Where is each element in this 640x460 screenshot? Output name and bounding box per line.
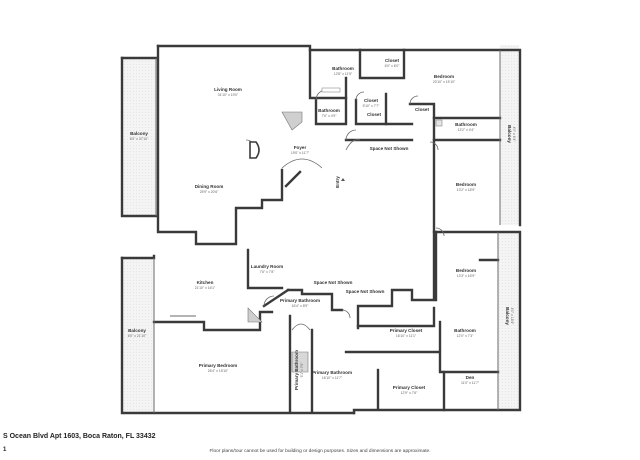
- label-dining-room: Dining Room: [195, 184, 224, 189]
- label-primary-closet-1: Primary Closet: [390, 328, 423, 333]
- label-den: Den: [466, 375, 475, 380]
- svg-text:6'0" x 21'10": 6'0" x 21'10": [128, 334, 147, 338]
- label-entry: Entry: [335, 176, 340, 188]
- label-bedroom-top: Bedroom: [434, 74, 454, 79]
- label-space-not-shown-1: Space Not Shown: [370, 146, 409, 151]
- svg-text:16'10" x 11'1": 16'10" x 11'1": [396, 334, 417, 338]
- label-bathroom-lower: Bathroom: [454, 328, 476, 333]
- svg-text:11'0" x 11'7": 11'0" x 11'7": [461, 381, 480, 385]
- outer-walls: [120, 44, 522, 415]
- label-bathroom-top: Bathroom: [332, 66, 354, 71]
- label-kitchen: Kitchen: [197, 280, 214, 285]
- balcony-right-top-fill: [500, 45, 519, 225]
- disclaimer: Floor plans/tour cannot be used for buil…: [209, 449, 431, 454]
- svg-text:6'0" x 6'0": 6'0" x 6'0": [385, 64, 401, 68]
- svg-text:16'4" x 8'9": 16'4" x 8'9": [292, 304, 310, 308]
- label-foyer: Foyer: [294, 145, 307, 150]
- svg-text:7'6" x 7'8": 7'6" x 7'8": [260, 270, 276, 274]
- svg-text:7'6" x 4'9": 7'6" x 4'9": [322, 114, 338, 118]
- interior-walls: [152, 48, 502, 414]
- page-number: 1: [3, 447, 7, 453]
- label-bedroom-right: Bedroom: [456, 268, 476, 273]
- balcony-bottom-fill: [122, 258, 154, 413]
- label-closet-mid3: Closet: [415, 107, 430, 112]
- label-balcony-bottom: Balcony: [128, 328, 146, 333]
- svg-text:21'10" x 16'1": 21'10" x 16'1": [195, 286, 216, 290]
- svg-text:12'8" x 11'5": 12'8" x 11'5": [334, 72, 353, 76]
- label-bedroom-mid: Bedroom: [456, 182, 476, 187]
- svg-text:13'2" x 18'9": 13'2" x 18'9": [457, 188, 476, 192]
- svg-text:6'0" x 37'10": 6'0" x 37'10": [130, 137, 149, 141]
- label-laundry-room: Laundry Room: [251, 264, 283, 269]
- label-balcony-right-top: Balcony: [507, 125, 512, 143]
- label-primary-bathroom-1: Primary Bathroom: [280, 298, 320, 303]
- balcony-top-fill: [122, 58, 156, 216]
- svg-text:12'9" x 7'6": 12'9" x 7'6": [401, 391, 419, 395]
- svg-text:26'4" x 15'10": 26'4" x 15'10": [208, 369, 229, 373]
- label-living-room: Living Room: [214, 87, 242, 92]
- label-balcony-right-bottom: Balcony: [505, 307, 510, 325]
- svg-text:4'0" x 6'4": 4'0" x 6'4": [512, 127, 516, 143]
- svg-text:20'10" x 15'10": 20'10" x 15'10": [433, 80, 456, 84]
- label-primary-shower: Primary Bathroom: [294, 350, 299, 390]
- label-closet-mid2: Closet: [367, 112, 382, 117]
- svg-text:12'0" x 7'3": 12'0" x 7'3": [457, 334, 475, 338]
- svg-text:5'10" x 7'7": 5'10" x 7'7": [363, 104, 381, 108]
- label-primary-bedroom: Primary Bedroom: [199, 363, 238, 368]
- property-address: S Ocean Blvd Apt 1603, Boca Raton, FL 33…: [3, 433, 156, 440]
- label-space-not-shown-2: Space Not Shown: [314, 280, 353, 285]
- svg-text:5'1" x 7'6": 5'1" x 7'6": [300, 362, 304, 378]
- svg-text:4'0" x 18'4": 4'0" x 18'4": [510, 308, 514, 326]
- label-closet-top: Closet: [385, 58, 400, 63]
- svg-text:25'9" x 20'6": 25'9" x 20'6": [200, 190, 219, 194]
- svg-text:13'2" x 4'4": 13'2" x 4'4": [458, 128, 476, 132]
- svg-text:16'10" x 11'7": 16'10" x 11'7": [322, 376, 343, 380]
- door-swings: [245, 89, 445, 331]
- label-bathroom-right: Bathroom: [455, 122, 477, 127]
- svg-text:13'3" x 16'9": 13'3" x 16'9": [457, 274, 476, 278]
- entry-arrow-icon: [341, 178, 345, 181]
- label-balcony-top: Balcony: [130, 131, 148, 136]
- fixtures: [247, 87, 443, 373]
- label-bathroom-small: Bathroom: [318, 108, 340, 113]
- svg-text:19'0" x 11'7": 19'0" x 11'7": [291, 151, 310, 155]
- label-space-not-shown-3: Space Not Shown: [346, 289, 385, 294]
- room-labels: Living Room 31'10" x 19'0" Balcony 6'0" …: [128, 58, 516, 395]
- label-primary-bathroom-2: Primary Bathroom: [312, 370, 352, 375]
- label-closet-mid1: Closet: [364, 98, 379, 103]
- balcony-right-bottom-fill: [498, 232, 519, 410]
- svg-text:31'10" x 19'0": 31'10" x 19'0": [218, 93, 239, 97]
- label-primary-closet-2: Primary Closet: [393, 385, 426, 390]
- windows: [153, 50, 501, 413]
